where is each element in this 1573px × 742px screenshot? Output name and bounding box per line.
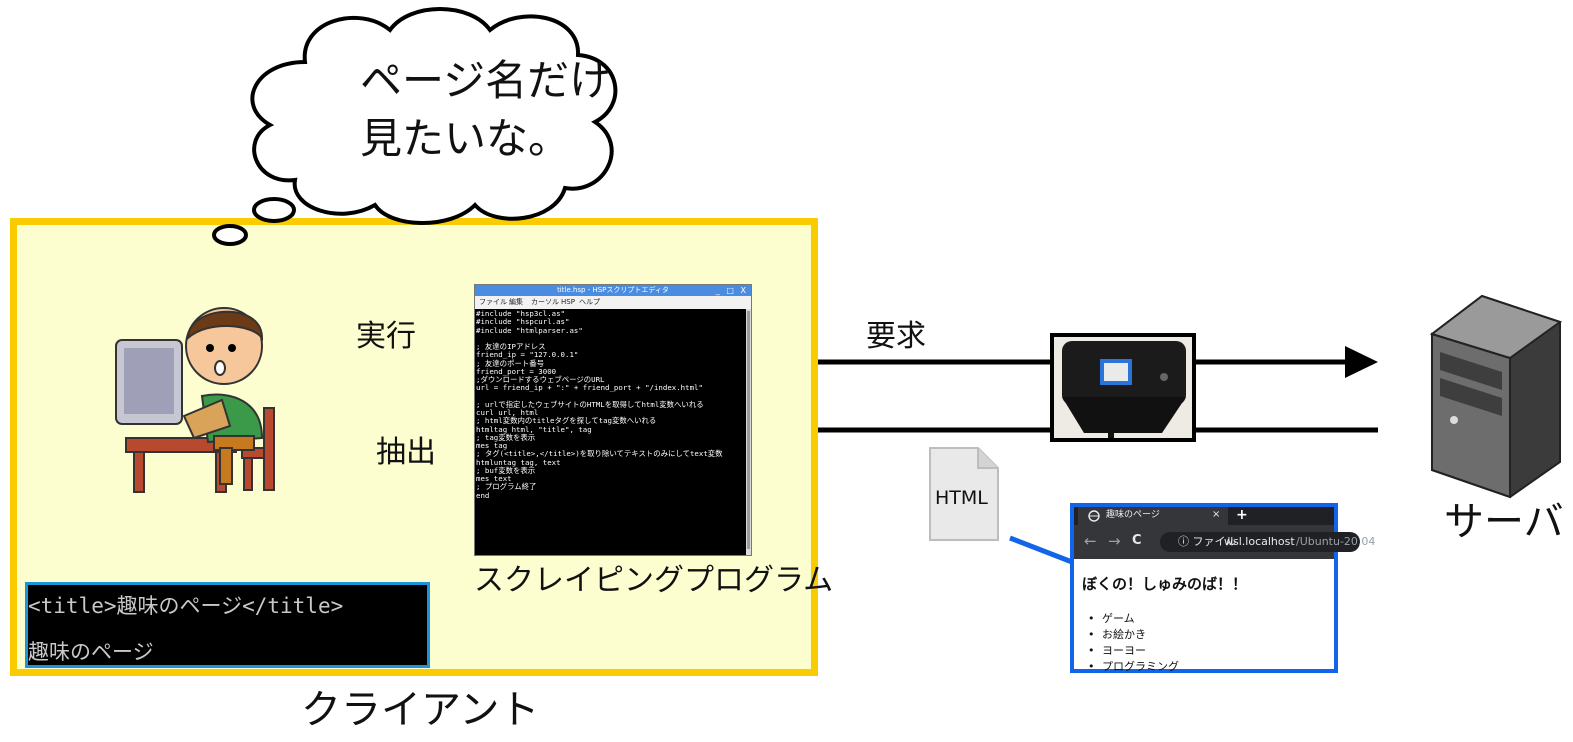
request-arrow — [752, 346, 1378, 378]
page-heading: ぼくの！しゅみのば！！ — [1082, 575, 1248, 593]
menu-edit[interactable]: 編集 — [509, 298, 523, 306]
code-line: ; urlで指定したウェブサイトのHTMLを取得してhtml変数へいれる — [476, 399, 704, 409]
code-line: friend_port = 3000 — [476, 366, 557, 376]
menu-cursor[interactable]: カーソル — [531, 298, 559, 306]
thought-line-1: ページ名だけ — [360, 56, 612, 105]
browser-pointer-line — [1009, 535, 1073, 565]
router-device-icon — [1062, 341, 1186, 438]
code-line: #include "htmlparser.as" — [476, 325, 583, 335]
tab-strip: 趣味のページ × + — [1074, 507, 1334, 525]
menu-file[interactable]: ファイル — [479, 298, 507, 306]
console-output: <title>趣味のページ</title> 趣味のページ — [25, 582, 430, 668]
thought-line-2: 見たいな。 — [360, 114, 571, 163]
code-area[interactable]: #include "hsp3cl.as"#include "hspcurl.as… — [476, 309, 745, 555]
browser-window: 趣味のページ × + ← → C ⓘ ファイル wsl.localhost /U… — [1070, 503, 1375, 675]
editor-scrollbar[interactable] — [746, 309, 751, 555]
code-line: #include "hsp3cl.as" — [476, 309, 565, 318]
url-host: wsl.localhost — [1224, 535, 1295, 548]
code-line: mes tag — [476, 441, 508, 450]
server-label: サーバ — [1444, 499, 1564, 545]
reload-icon[interactable]: C — [1132, 533, 1142, 548]
list-item: ヨーヨー — [1088, 643, 1179, 659]
extract-label: 抽出 — [376, 435, 436, 470]
code-line: htmluntag tag, text — [476, 457, 561, 467]
list-item: プログラミング — [1088, 659, 1179, 675]
hobby-list: ゲーム お絵かき ヨーヨー プログラミング — [1088, 611, 1179, 675]
client-label: クライアント — [301, 687, 540, 733]
browser-toolbar: ← → C ⓘ ファイル wsl.localhost /Ubuntu-20.04 — [1074, 525, 1375, 559]
thought-bubble — [212, 7, 618, 246]
code-line: mes text — [476, 474, 512, 483]
code-line: ;ダウンロードするウェブページのURL — [476, 375, 605, 384]
script-editor-window: title.hsp - HSPスクリプトエディタ _ □ X ファイル 編集 カ… — [474, 284, 752, 556]
html-file-icon — [929, 447, 999, 541]
router-photo — [1050, 333, 1196, 442]
request-label: 要求 — [866, 319, 926, 354]
code-line: htmltag html, "title", tag — [476, 424, 592, 434]
code-line: url = friend_ip + ":" + friend_port + "/… — [476, 383, 703, 393]
menu-hsp[interactable]: HSP — [561, 298, 575, 306]
editor-titlebar: title.hsp - HSPスクリプトエディタ _ □ X — [475, 285, 751, 296]
program-caption: スクレイピングプログラム — [474, 563, 834, 598]
server-icon — [1429, 294, 1563, 499]
list-item: お絵かき — [1088, 627, 1179, 643]
tab-title: 趣味のページ — [1106, 510, 1160, 520]
person-at-computer-illustration — [115, 307, 275, 493]
address-bar[interactable]: ⓘ ファイル wsl.localhost /Ubuntu-20.04 — [1160, 532, 1375, 552]
url-path: /Ubuntu-20.04 — [1296, 535, 1376, 548]
code-line: ; html変数内のtitleタグを探してtag変数へいれる — [476, 416, 657, 426]
console-line-2: 趣味のページ — [28, 640, 154, 664]
window-controls[interactable]: _ □ X — [715, 286, 748, 295]
code-line: ; buf変数を表示 — [476, 465, 536, 475]
new-tab-button[interactable]: + — [1236, 507, 1248, 523]
globe-icon — [1088, 510, 1100, 522]
back-icon[interactable]: ← — [1084, 532, 1097, 550]
browser-tab[interactable]: 趣味のページ × — [1078, 507, 1228, 525]
code-line: ; 友達のIPアドレス — [476, 342, 546, 351]
list-item: ゲーム — [1088, 611, 1179, 627]
file-label: HTML — [935, 487, 988, 509]
editor-title: title.hsp - HSPスクリプトエディタ — [557, 286, 669, 294]
menu-help[interactable]: ヘルプ — [579, 298, 600, 306]
code-line: friend_ip = "127.0.0.1" — [476, 350, 579, 360]
code-line: curl url, html — [476, 408, 539, 417]
editor-menubar: ファイル 編集 カーソル HSP ヘルプ — [475, 296, 751, 309]
scrollbar-thumb[interactable] — [747, 311, 750, 549]
code-line: ; プログラム終了 — [476, 482, 537, 492]
console-line-1: <title>趣味のページ</title> — [28, 594, 344, 618]
execute-label: 実行 — [356, 319, 416, 354]
forward-icon[interactable]: → — [1108, 532, 1121, 550]
code-line: ; tag変数を表示 — [476, 432, 536, 442]
tab-close-icon[interactable]: × — [1212, 509, 1221, 520]
url-scheme-label: ⓘ ファイル — [1178, 535, 1237, 548]
code-line: #include "hspcurl.as" — [476, 317, 570, 327]
code-line: end — [476, 490, 490, 500]
code-line: ; タグ(<title>,</title>)を取り除いてテキストのみにしてtex… — [476, 449, 723, 459]
code-line: ; 友達のポート番号 — [476, 358, 545, 368]
